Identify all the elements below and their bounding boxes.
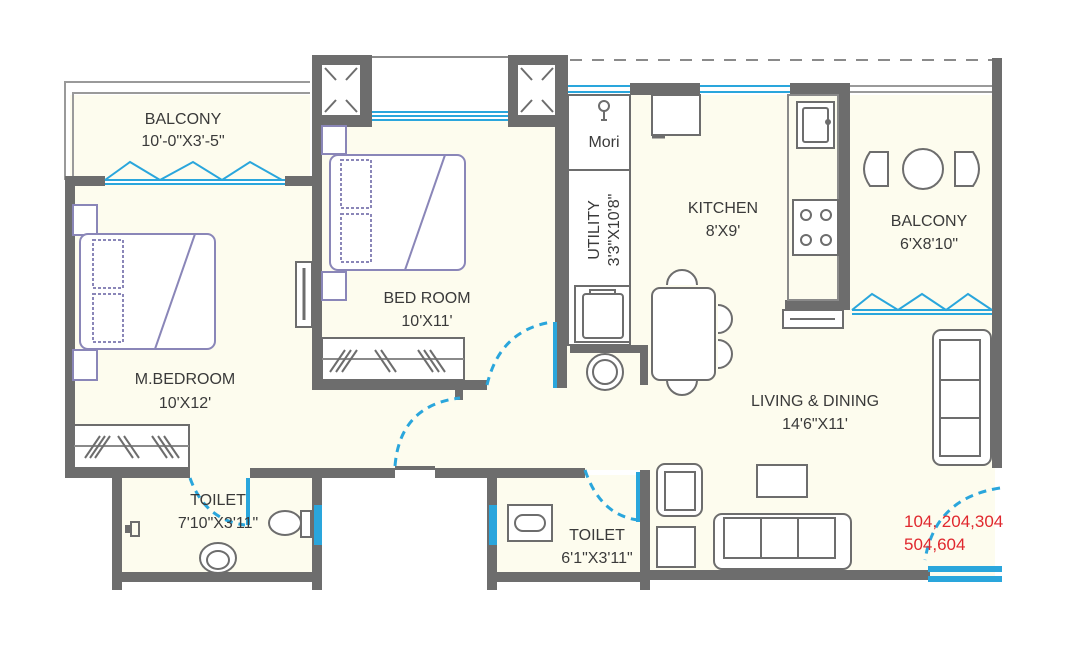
windows (104, 85, 1002, 582)
master-wardrobe (73, 424, 190, 469)
master-bed (72, 204, 216, 381)
bed (321, 125, 466, 301)
fridge (651, 94, 701, 136)
shaft-icon (324, 67, 554, 113)
room-size: 3'3"X10'8" (606, 194, 623, 267)
room-name: BED ROOM (383, 290, 470, 307)
washbasin-icon (586, 353, 624, 391)
balcony-table-set (863, 148, 980, 190)
room-size: 14'6"X11' (782, 416, 848, 433)
washing-machine-icon (574, 285, 631, 343)
room-size: 10'X12' (159, 395, 211, 412)
room-name: KITCHEN (688, 200, 758, 217)
sofa-bottom (713, 513, 852, 570)
tap-icon (598, 100, 610, 121)
room-labels: BALCONY 10'-0"X3'-5" BED ROOM 10'X11' M.… (135, 111, 1003, 567)
sofa-right (932, 329, 992, 466)
room-name: Mori (588, 134, 619, 151)
room-name: BALCONY (145, 111, 222, 128)
shower-tap-icon (125, 521, 140, 537)
room-size: 6'1"X3'11" (561, 550, 632, 567)
coffee-table (756, 464, 808, 498)
side-table (656, 526, 696, 568)
room-size: 10'-0"X3'-5" (141, 133, 224, 150)
sink-icon (796, 101, 835, 149)
doors (188, 320, 1001, 561)
dining-table (651, 269, 733, 396)
room-name: LIVING & DINING (751, 393, 879, 410)
room-name: TOILET (569, 527, 625, 544)
wc-icon (268, 510, 312, 538)
bedroom-wardrobe (321, 337, 465, 381)
room-name: TOILET (190, 492, 246, 509)
room-size: 10'X11' (401, 313, 452, 330)
toilet-washbasin-icon (199, 542, 237, 574)
kitchen-platform (787, 94, 839, 301)
room-name: M.BEDROOM (135, 371, 235, 388)
room-size: 6'X8'10" (900, 236, 958, 253)
unit-numbers-line2: 504,604 (904, 535, 965, 554)
room-size: 8'X9' (706, 223, 741, 240)
unit-numbers-line1: 104, 204,304 (904, 512, 1003, 531)
indian-wc-icon (507, 504, 553, 542)
room-name: UTILITY (586, 200, 603, 260)
stove-icon (792, 199, 839, 256)
room-size: 7'10"X3'11" (178, 515, 258, 532)
room-name: BALCONY (891, 213, 968, 230)
